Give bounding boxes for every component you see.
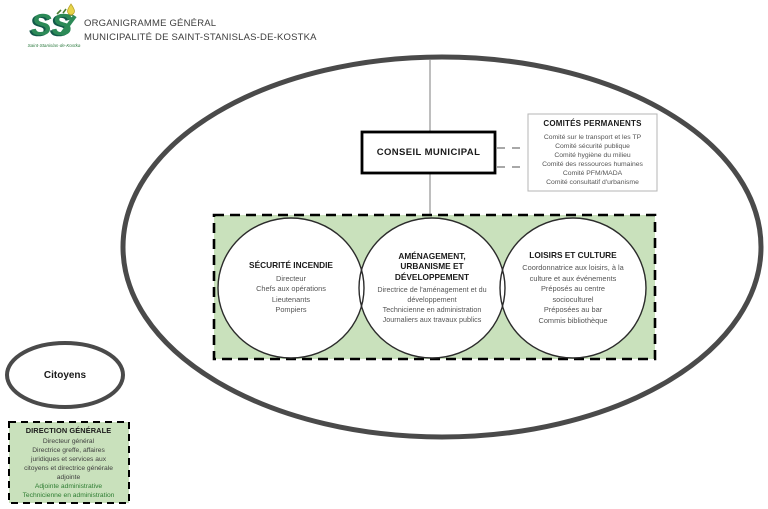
direction-item: Directrice greffe, affaires juridiques e…	[24, 447, 113, 481]
comites-item: Comité hygiène du milieu	[554, 152, 631, 159]
conseil-municipal-box	[360, 130, 497, 175]
comites-item: Comité des ressources humaines	[542, 161, 643, 168]
service-item: Directrice de l'aménagement et du dévelo…	[377, 285, 487, 305]
circle-loisirs-culture	[499, 217, 647, 359]
direction-generale-box	[8, 421, 130, 504]
comites-permanents-box	[527, 113, 658, 192]
service-title: LOISIRS ET CULTURE	[529, 249, 617, 260]
service-loisirs-culture: LOISIRS ET CULTURE Coordonnatrice aux lo…	[508, 220, 638, 356]
service-securite-incendie: SÉCURITÉ INCENDIE Directeur Chefs aux op…	[226, 220, 356, 356]
service-item: Directeur	[276, 273, 306, 283]
municipality-logo: SS SS Saint-Stanislas-de-Kostka	[28, 3, 81, 48]
circle-amenagement	[358, 217, 506, 359]
service-item: Technicienne en administration	[382, 305, 482, 315]
service-item: Pompiers	[275, 305, 307, 315]
citoyens-label: Citoyens	[43, 369, 87, 381]
service-item: Préposées au bar	[543, 305, 603, 315]
direction-item-green: Technicienne en administration	[22, 492, 115, 499]
direction-item: Directeur général	[42, 438, 95, 445]
conseil-municipal-label: CONSEIL MUNICIPAL	[376, 147, 481, 158]
service-item: Commis bibliothèque	[538, 315, 608, 325]
direction-title: DIRECTION GÉNÉRALE	[25, 426, 112, 435]
circle-securite-incendie	[217, 217, 365, 359]
service-title: AMÉNAGEMENT, URBANISME ET DÉVELOPPEMENT	[394, 250, 470, 282]
comites-item: Comité sur le transport et les TP	[543, 134, 642, 141]
comites-permanents-panel: COMITÉS PERMANENTS Comité sur le transpo…	[530, 119, 655, 187]
citoyens-ellipse	[5, 341, 125, 409]
direction-item-green: Adjointe administrative	[34, 483, 103, 490]
service-item: Journaliers aux travaux publics	[382, 315, 482, 325]
service-amenagement-urbanisme: AMÉNAGEMENT, URBANISME ET DÉVELOPPEMENT …	[366, 220, 498, 356]
page-header: ORGANIGRAMME GÉNÉRAL MUNICIPALITÉ DE SAI…	[84, 17, 404, 45]
municipal-boundary-ellipse	[120, 54, 764, 440]
service-title: SÉCURITÉ INCENDIE	[249, 260, 333, 271]
service-item: Chefs aux opérations	[256, 284, 326, 294]
comites-item: Comité consultatif d'urbanisme	[546, 179, 639, 186]
service-item: Préposés au centre socioculturel	[540, 284, 606, 304]
logo-ss-letters: SS	[31, 7, 73, 42]
direction-generale-panel: DIRECTION GÉNÉRALE Directeur général Dir…	[11, 426, 126, 500]
service-circle-fills	[218, 218, 646, 358]
logo-slash	[59, 14, 77, 37]
logo-droplet-icon	[67, 3, 75, 16]
page-title-line1: ORGANIGRAMME GÉNÉRAL	[84, 18, 217, 29]
logo-caption: Saint-Stanislas-de-Kostka	[28, 43, 81, 48]
service-item: Lieutenants	[271, 294, 311, 304]
page-title-line2: MUNICIPALITÉ DE SAINT-STANISLAS-DE-KOSTK…	[84, 32, 317, 43]
comites-title: COMITÉS PERMANENTS	[543, 119, 642, 128]
comites-item: Comité PFM/MADA	[562, 170, 623, 177]
logo-ss-shadow: SS	[29, 8, 71, 43]
service-item: Coordonnatrice aux loisirs, à la culture…	[522, 263, 624, 283]
comites-item: Comité sécurité publique	[555, 143, 630, 150]
service-circle-outlines	[217, 217, 647, 359]
